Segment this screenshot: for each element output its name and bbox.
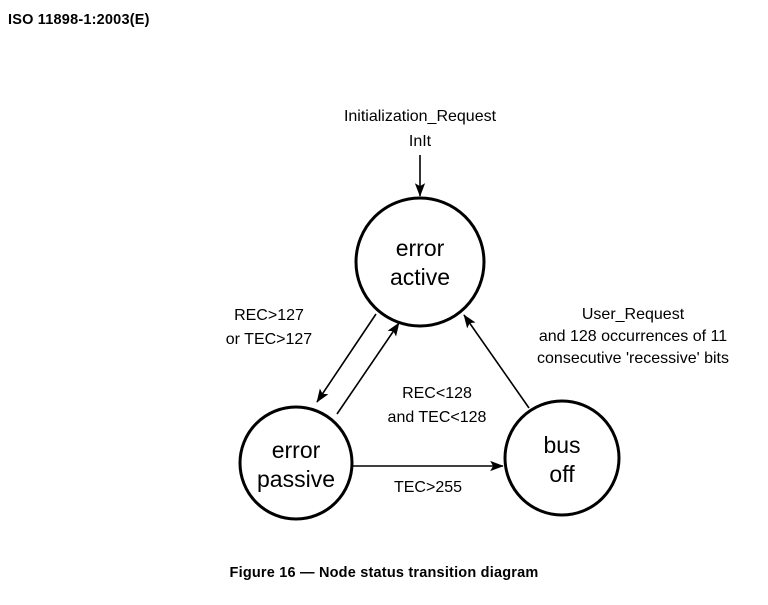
active-to-passive-label-line1: REC>127	[234, 307, 304, 324]
error-active-circle[interactable]	[354, 196, 486, 328]
active-to-passive-label-line2: or TEC>127	[226, 331, 313, 348]
transition-busoff-to-active: User_Request and 128 occurrences of 11 c…	[463, 306, 729, 409]
busoff-to-active-label-line3: consecutive 'recessive' bits	[537, 350, 729, 367]
bus-off-label-line1: bus	[543, 432, 580, 458]
error-active-label-line1: error	[396, 235, 445, 261]
figure-caption: Figure 16 — Node status transition diagr…	[229, 565, 539, 581]
state-node-bus-off[interactable]: bus off	[503, 399, 621, 517]
passive-to-active-arrow	[336, 322, 400, 415]
bus-off-circle[interactable]	[503, 399, 621, 517]
transition-init-entry: Initialization_Request InIt	[344, 108, 497, 197]
active-to-passive-arrow	[316, 313, 377, 403]
state-node-error-passive[interactable]: error passive	[238, 405, 354, 521]
state-node-error-active[interactable]: error active	[354, 196, 486, 328]
passive-to-busoff-label: TEC>255	[394, 479, 462, 496]
bus-off-label-line2: off	[549, 461, 575, 487]
busoff-to-active-label-line2: and 128 occurrences of 11	[539, 328, 727, 345]
error-active-label-line2: active	[390, 264, 450, 290]
error-passive-label-line1: error	[272, 437, 321, 463]
busoff-to-active-arrow	[463, 314, 530, 409]
transition-passive-to-busoff: TEC>255	[351, 460, 504, 496]
passive-to-active-label-line2: and TEC<128	[388, 409, 487, 426]
transition-active-to-passive: REC>127 or TEC>127	[226, 307, 377, 403]
error-passive-circle[interactable]	[238, 405, 354, 521]
busoff-to-active-label-line1: User_Request	[582, 306, 685, 323]
init-entry-label-line1: Initialization_Request	[344, 108, 497, 125]
transition-passive-to-active: REC<128 and TEC<128	[336, 322, 487, 426]
passive-to-active-label-line1: REC<128	[402, 385, 472, 402]
document-header: ISO 11898-1:2003(E)	[8, 12, 150, 28]
init-entry-label-line2: InIt	[409, 133, 432, 150]
error-passive-label-line2: passive	[257, 466, 335, 492]
